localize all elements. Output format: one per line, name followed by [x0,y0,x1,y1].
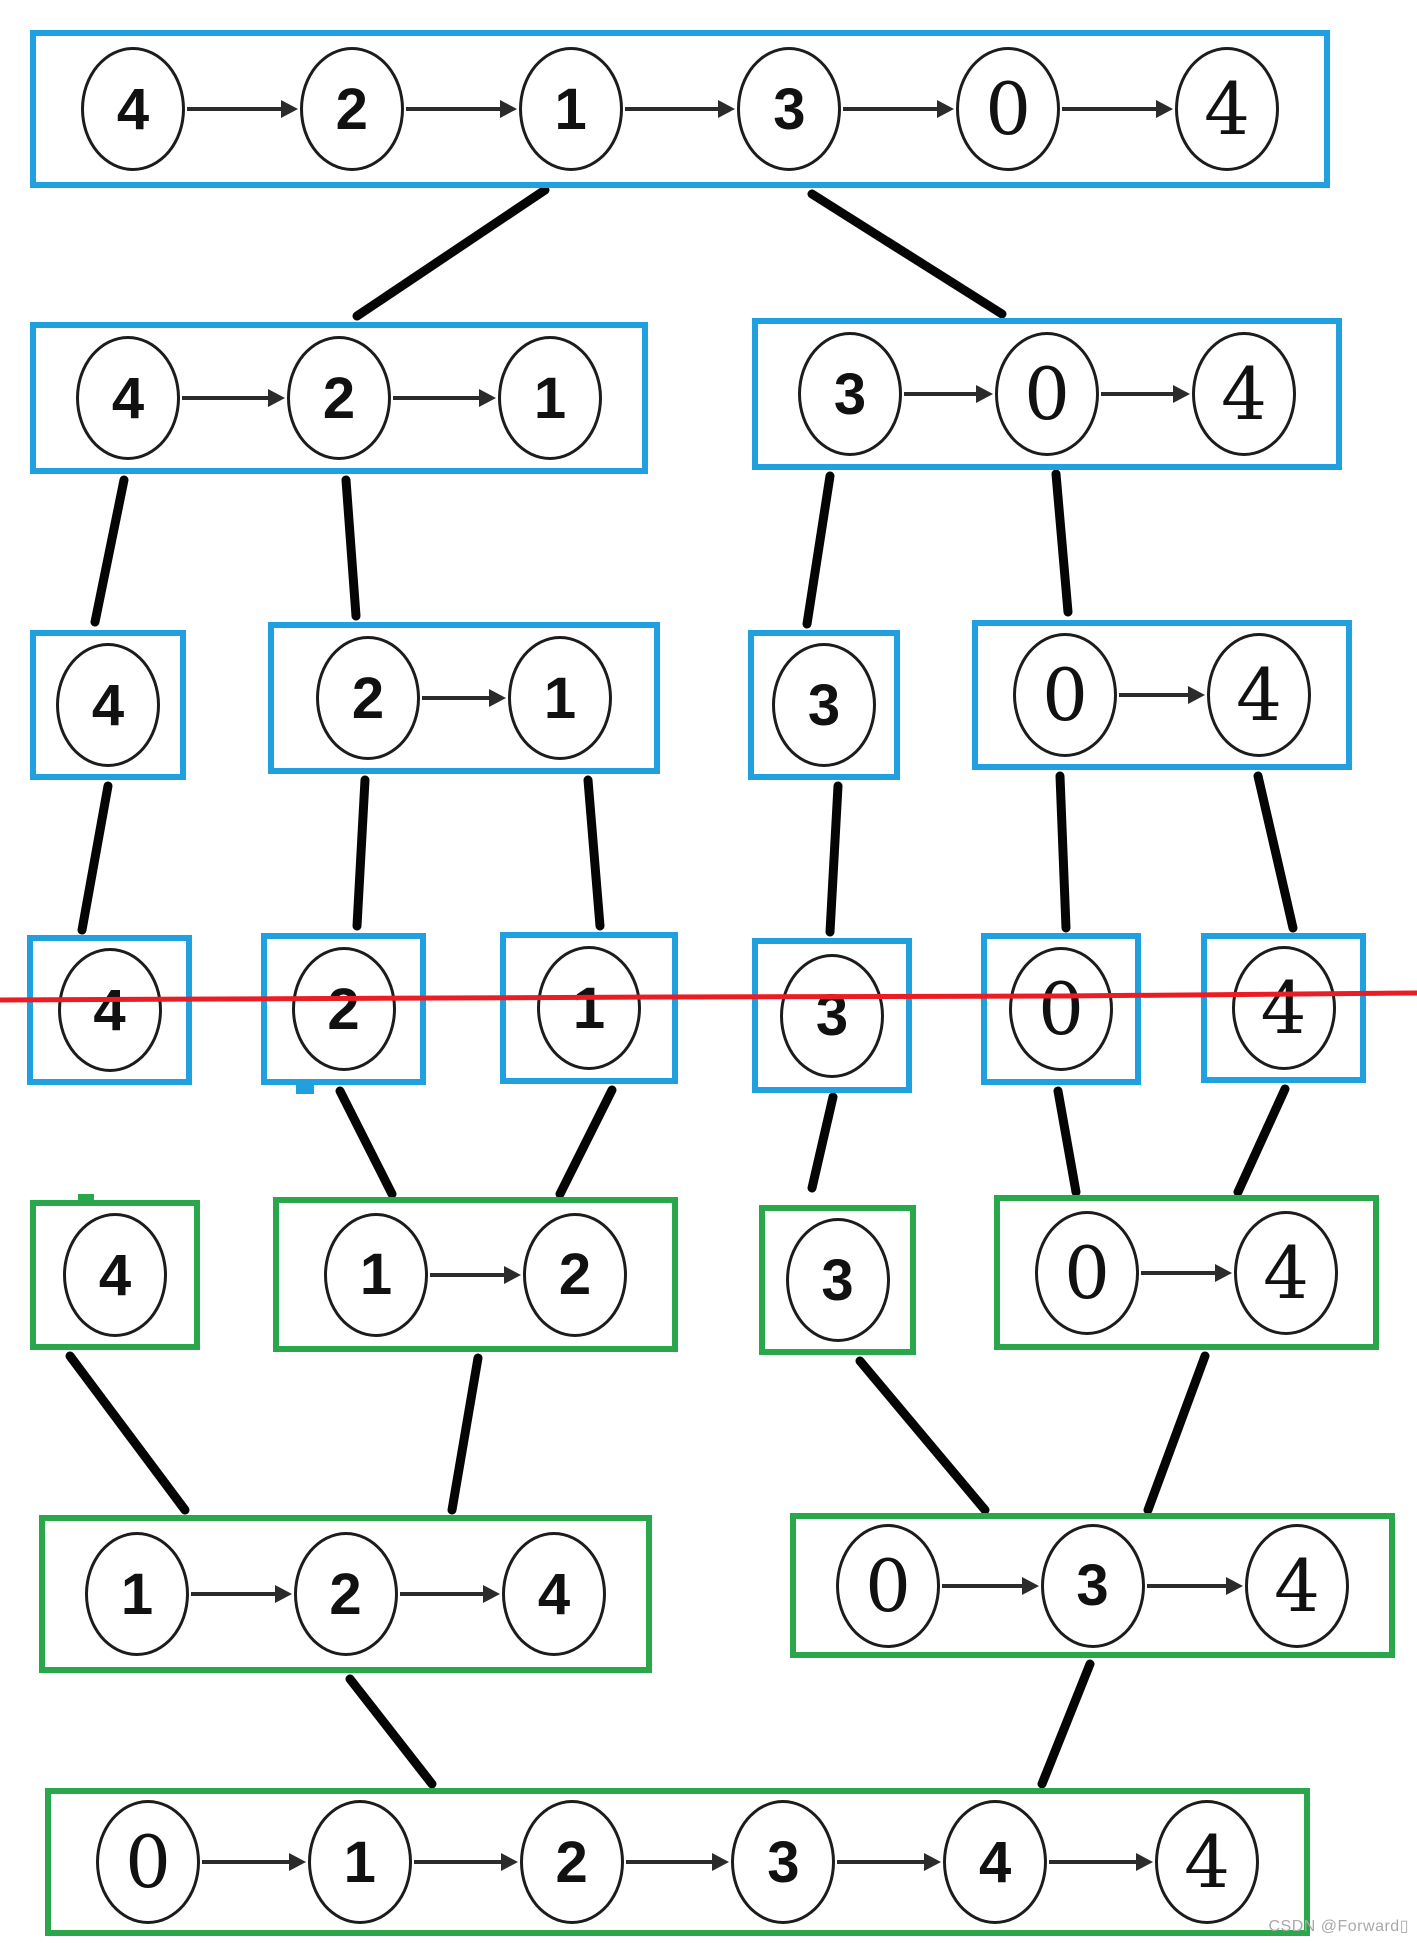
node-0: 0 [1013,633,1117,757]
node-1: 1 [324,1212,428,1337]
node-4: 4 [1231,946,1336,1070]
node-0: 0 [1009,947,1113,1071]
arrow-right-icon [1146,1576,1243,1595]
single-box-0: 0 [981,933,1141,1085]
node-4: 4 [57,948,162,1072]
arrow-right-icon [393,389,496,407]
arrow-right-icon [843,100,954,118]
node-4: 4 [1207,633,1311,757]
arrow-right-icon [904,385,993,403]
node-4: 4 [76,336,180,460]
node-4: 4 [502,1532,606,1656]
arrow-right-icon [413,1853,518,1871]
arrow-right-icon [430,1265,521,1284]
node-4: 4 [56,643,160,767]
node-4: 4 [1234,1210,1338,1335]
arrow-right-icon [1101,385,1190,403]
node-4: 4 [943,1800,1048,1924]
arrow-right-icon [1119,686,1205,704]
arrow-right-icon [625,1853,730,1871]
node-4: 4 [1245,1523,1349,1648]
arrow-right-icon [837,1853,941,1871]
single-box-4: 4 [27,935,192,1085]
node-4: 4 [81,47,185,171]
arrow-right-icon [399,1585,500,1603]
arrow-right-icon [187,100,298,118]
node-1: 1 [498,336,602,460]
node-3: 3 [731,1800,836,1924]
node-2: 2 [287,336,391,460]
node-2: 2 [519,1800,624,1924]
node-3: 3 [780,953,884,1078]
node-4: 4 [1174,47,1279,171]
node-2: 2 [293,1532,398,1656]
node-3: 3 [798,332,902,456]
node-4: 4 [1192,332,1296,456]
node-3: 3 [785,1218,890,1342]
node-0: 0 [995,332,1099,456]
node-2: 2 [299,47,404,171]
node-2: 2 [291,947,396,1071]
node-2: 2 [523,1212,627,1337]
single-box-2: 2 [261,933,426,1085]
node-1: 1 [537,946,641,1070]
arrow-right-icon [942,1576,1038,1595]
node-0: 0 [956,47,1061,171]
node-1: 1 [307,1800,412,1924]
node-4: 4 [1154,1800,1259,1924]
node-0: 0 [96,1800,200,1924]
node-2: 2 [316,636,420,760]
arrow-right-icon [405,100,517,118]
merge-box-4: 4 [30,1200,200,1350]
single-box-4b: 4 [1201,933,1366,1083]
single-box-1: 1 [500,932,678,1084]
node-1: 1 [85,1532,189,1656]
arrow-right-icon [182,389,285,407]
node-3: 3 [737,47,842,171]
node-3: 3 [772,643,876,767]
arrow-right-icon [1062,100,1173,118]
arrow-right-icon [624,100,736,118]
watermark: CSDN @Forward▯ [1268,1918,1409,1935]
node-1: 1 [508,636,612,760]
blue-tick-mark [296,1085,314,1094]
node-3: 3 [1040,1523,1145,1648]
node-0: 0 [1035,1210,1139,1335]
list-box-q1: 4 [30,630,186,780]
single-box-3: 3 [752,938,912,1093]
arrow-right-icon [1049,1853,1153,1871]
node-1: 1 [518,47,623,171]
arrow-right-icon [191,1585,291,1603]
node-4: 4 [63,1213,167,1337]
green-tick-mark [78,1194,94,1203]
list-box-q3: 3 [748,630,900,780]
arrow-right-icon [422,689,506,707]
arrow-right-icon [202,1853,306,1871]
node-0: 0 [836,1523,940,1648]
arrow-right-icon [1141,1263,1232,1282]
merge-box-3: 3 [759,1205,916,1355]
